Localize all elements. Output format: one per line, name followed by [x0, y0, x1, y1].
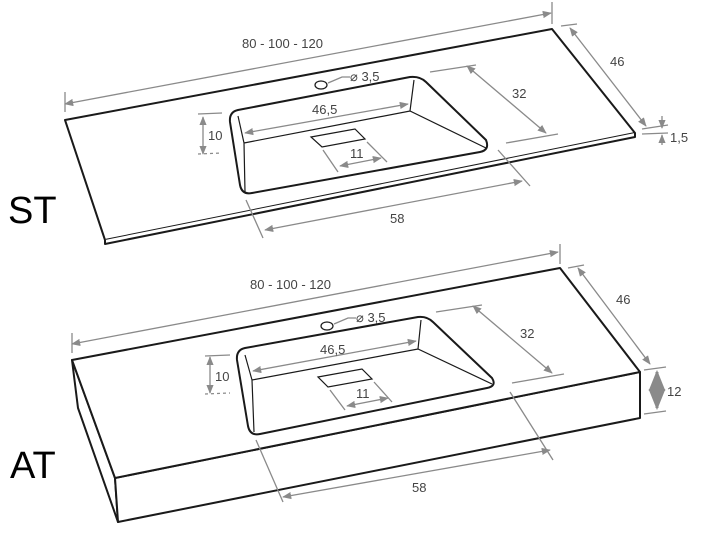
- st-hole-label: ⌀ 3,5: [350, 69, 380, 84]
- at-basin-depth-label: 32: [520, 326, 534, 341]
- st-washbasin: 80 - 100 - 120 46 1,5 ⌀ 3,5 46,5 32 10 1…: [8, 2, 688, 245]
- st-basin-depth-label: 32: [512, 86, 526, 101]
- at-thickness-label: 12: [667, 384, 681, 399]
- at-basin-width-label: 46,5: [320, 342, 345, 357]
- st-basin-height-label: 10: [208, 128, 222, 143]
- at-width-label: 80 - 100 - 120: [250, 277, 331, 292]
- at-drain-label: 11: [356, 386, 370, 401]
- at-basin-height-label: 10: [215, 369, 229, 384]
- st-width-label: 80 - 100 - 120: [242, 36, 323, 51]
- at-hole-label: ⌀ 3,5: [356, 310, 386, 325]
- st-basin-width-label: 46,5: [312, 102, 337, 117]
- at-depth-label: 46: [616, 292, 630, 307]
- st-thickness-label: 1,5: [670, 130, 688, 145]
- st-drain-label: 11: [350, 146, 364, 161]
- at-offset-label: 58: [412, 480, 426, 495]
- at-label: AT: [10, 445, 56, 487]
- st-offset-label: 58: [390, 211, 404, 226]
- st-depth-label: 46: [610, 54, 624, 69]
- at-washbasin: 80 - 100 - 120 46 12 ⌀ 3,5 46,5 32 10 11…: [10, 244, 681, 523]
- st-label: ST: [8, 190, 57, 232]
